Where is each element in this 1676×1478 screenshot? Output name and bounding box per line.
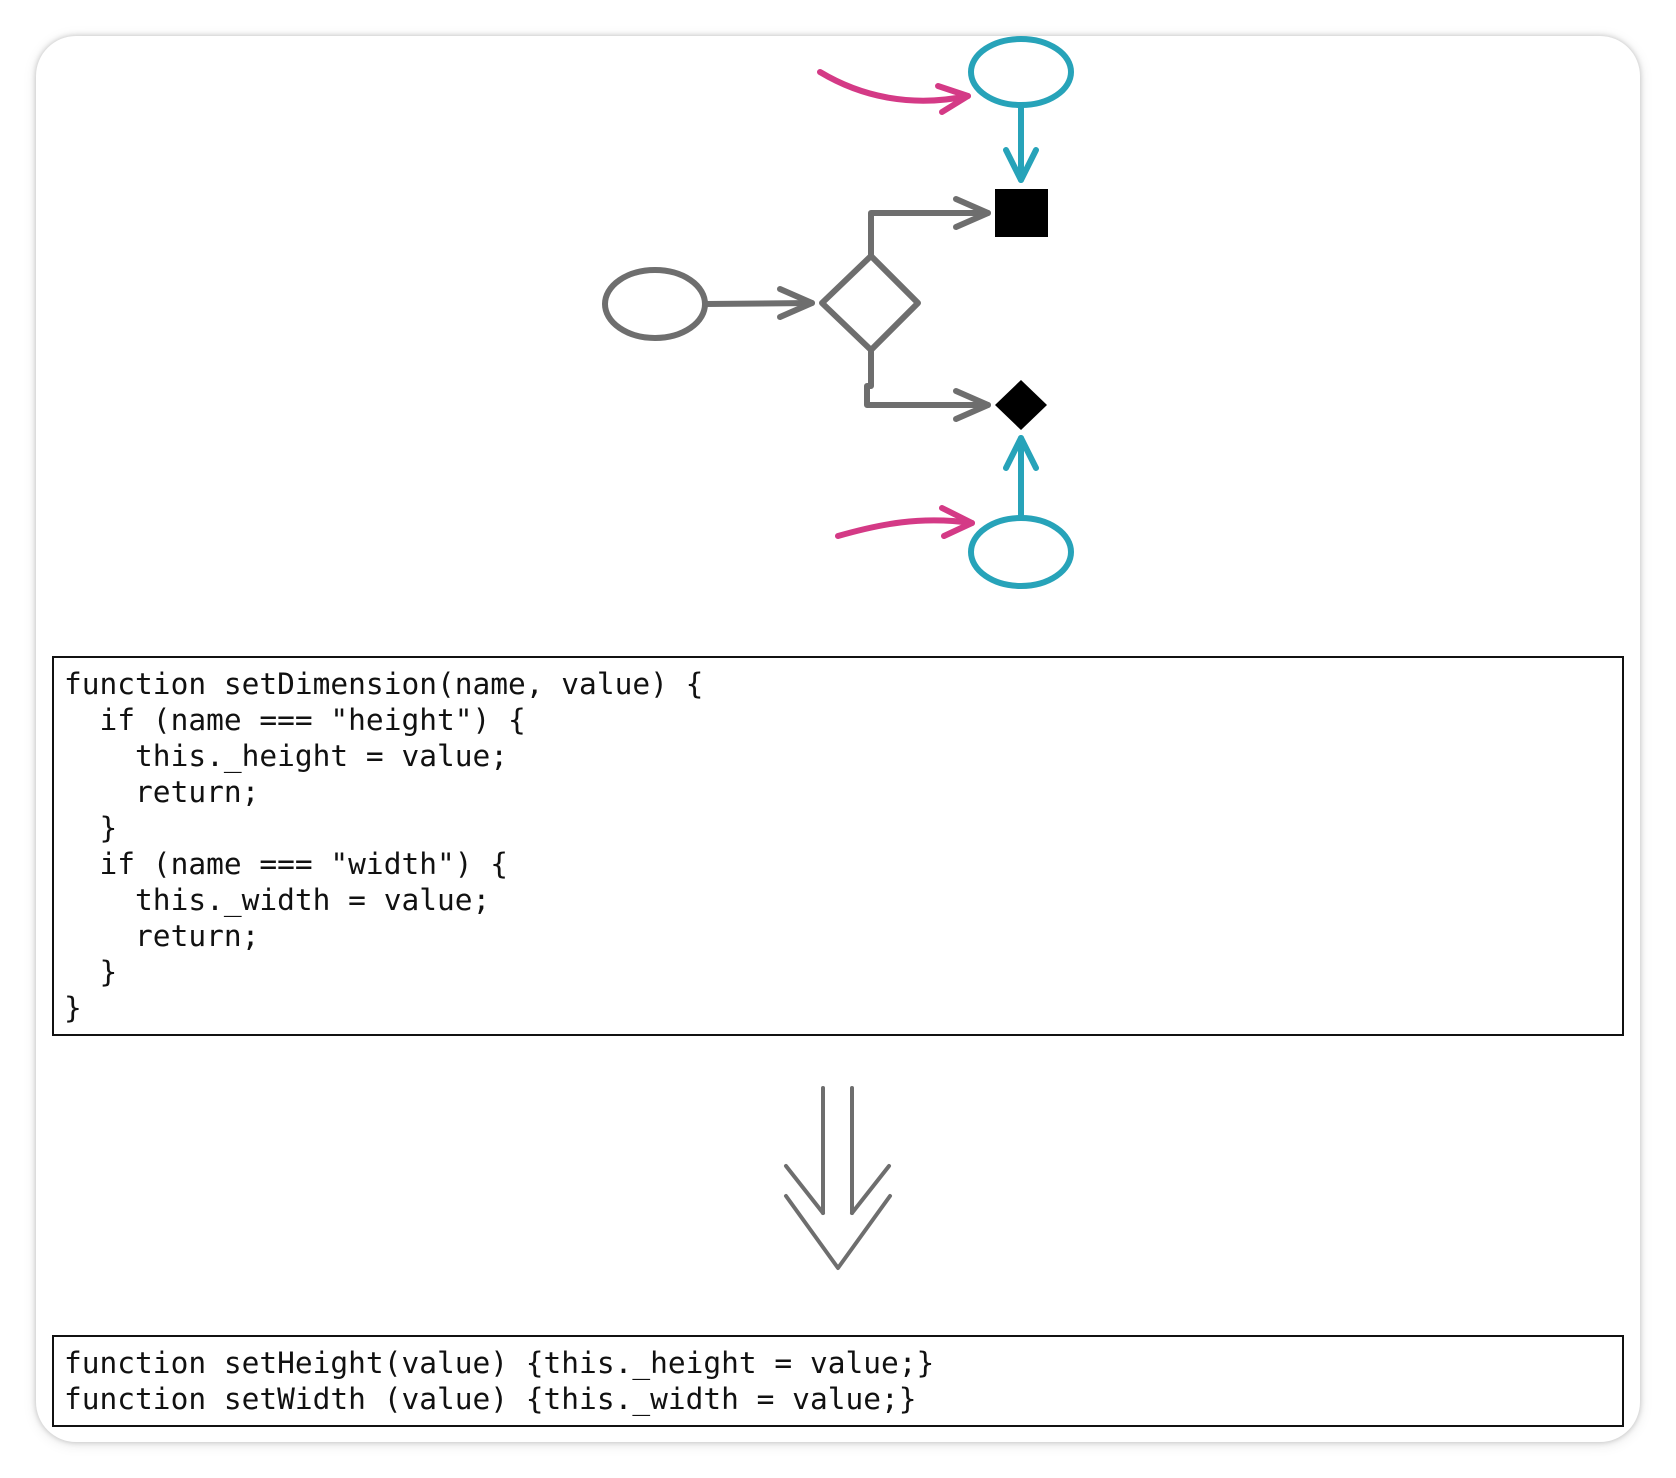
branch-upper (868, 210, 991, 259)
teal-oval-bottom (968, 515, 1074, 589)
teal-arrow-up-head (1003, 435, 1039, 471)
start-oval (602, 267, 708, 341)
magenta-arrow-top-head (935, 83, 971, 115)
black-diamond (995, 380, 1047, 430)
code-line: if (name === "height") { (64, 703, 526, 737)
magenta-arrow-bottom-head (939, 505, 975, 539)
flow-diagram (602, 36, 1074, 589)
code-before-refactor: function setDimension(name, value) { if … (52, 656, 1624, 1036)
code-line: if (name === "width") { (64, 847, 509, 881)
code-line: } (64, 811, 118, 845)
code-after-refactor: function setHeight(value) {this._height … (52, 1335, 1624, 1427)
branch-lower-head (953, 388, 991, 422)
code-line: this._height = value; (64, 739, 509, 773)
decision-diamond (819, 253, 921, 353)
code-line: return; (64, 775, 260, 809)
magenta-arrow-bottom (835, 517, 975, 539)
double-down-arrow-icon (784, 1086, 892, 1270)
code-line: function setWidth (value) {this._width =… (64, 1382, 917, 1416)
code-line: } (64, 955, 118, 989)
magenta-arrow-top (817, 69, 971, 104)
code-line: return; (64, 919, 260, 953)
code-line: function setHeight(value) {this._height … (64, 1346, 935, 1380)
teal-arrow-down-head (1003, 147, 1039, 183)
arrow-to-decision (703, 300, 815, 307)
teal-oval-top (968, 36, 1074, 108)
black-square (995, 189, 1048, 237)
arrow-to-decision-head (777, 286, 815, 320)
branch-lower (864, 347, 991, 408)
code-line: function setDimension(name, value) { (64, 667, 704, 701)
branch-upper-head (953, 196, 991, 230)
code-line: this._width = value; (64, 883, 491, 917)
code-line: } (64, 991, 82, 1025)
